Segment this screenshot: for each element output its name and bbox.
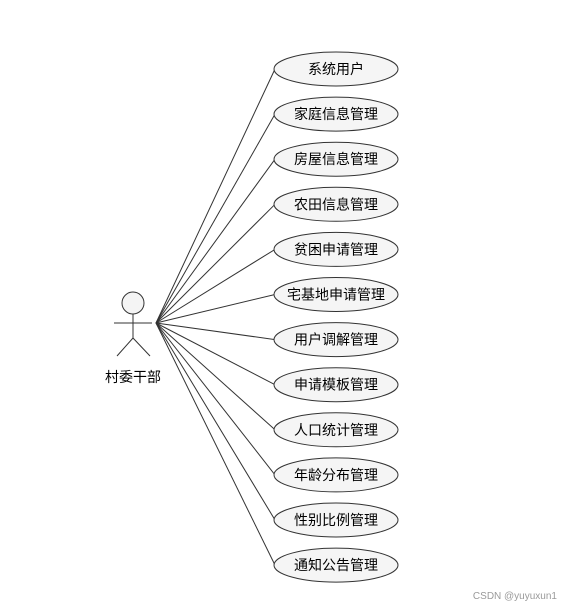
use-case: 家庭信息管理 xyxy=(273,96,399,132)
actor-head xyxy=(121,291,145,315)
use-case-label: 用户调解管理 xyxy=(294,332,378,349)
use-case-label: 申请模板管理 xyxy=(294,378,378,394)
use-case-label: 通知公告管理 xyxy=(294,557,378,574)
use-case-ellipse xyxy=(273,51,399,87)
use-case-ellipse xyxy=(273,457,399,493)
use-case: 用户调解管理 xyxy=(273,322,399,358)
use-case-ellipse xyxy=(273,502,399,538)
use-case-ellipse xyxy=(273,547,399,583)
association-line xyxy=(155,294,276,324)
use-case-label: 贫困申请管理 xyxy=(294,242,378,258)
use-case-label: 系统用户 xyxy=(308,61,364,78)
use-case-label: 年龄分布管理 xyxy=(294,468,378,484)
use-case: 申请模板管理 xyxy=(273,367,399,403)
association-line xyxy=(155,322,276,431)
use-case-ellipse xyxy=(273,186,399,222)
actor-left-leg xyxy=(116,337,134,357)
use-case-label: 农田信息管理 xyxy=(294,196,378,213)
use-case-ellipse xyxy=(273,367,399,403)
association-line xyxy=(155,203,276,324)
use-case: 宅基地申请管理 xyxy=(273,277,399,312)
association-line xyxy=(155,322,276,341)
use-case-label: 房屋信息管理 xyxy=(294,151,378,168)
use-case: 人口统计管理 xyxy=(273,412,399,448)
use-case-label: 人口统计管理 xyxy=(294,423,378,439)
use-case-ellipse xyxy=(273,141,399,177)
use-case: 年龄分布管理 xyxy=(273,457,399,493)
use-case-ellipse xyxy=(273,96,399,132)
association-line xyxy=(155,322,276,521)
association-line xyxy=(155,158,276,324)
actor-figure xyxy=(114,291,152,357)
watermark: CSDN @yuyuxun1 xyxy=(472,591,557,602)
use-case-ellipse xyxy=(273,412,399,448)
use-case: 贫困申请管理 xyxy=(273,231,399,267)
use-case-ellipse xyxy=(273,322,399,358)
association-line xyxy=(155,322,276,386)
use-case: 房屋信息管理 xyxy=(273,141,399,177)
use-case: 农田信息管理 xyxy=(273,186,399,222)
actor-right-leg xyxy=(132,337,151,357)
association-lines xyxy=(155,68,276,566)
use-case-label: 宅基地申请管理 xyxy=(287,287,385,304)
association-line xyxy=(155,248,276,324)
use-case-ellipses: 系统用户家庭信息管理房屋信息管理农田信息管理贫困申请管理宅基地申请管理用户调解管… xyxy=(273,51,399,583)
use-case-ellipse xyxy=(273,277,399,312)
use-case-ellipse xyxy=(273,231,399,267)
association-line xyxy=(155,113,276,324)
association-line xyxy=(155,322,276,476)
association-line xyxy=(155,68,276,324)
use-case-label: 家庭信息管理 xyxy=(294,106,378,123)
use-case-label: 性别比例管理 xyxy=(294,513,378,529)
use-case: 性别比例管理 xyxy=(273,502,399,538)
use-case: 通知公告管理 xyxy=(273,547,399,583)
association-line xyxy=(155,322,276,566)
actor-label: 村委干部 xyxy=(105,370,161,386)
use-case: 系统用户 xyxy=(273,51,399,87)
